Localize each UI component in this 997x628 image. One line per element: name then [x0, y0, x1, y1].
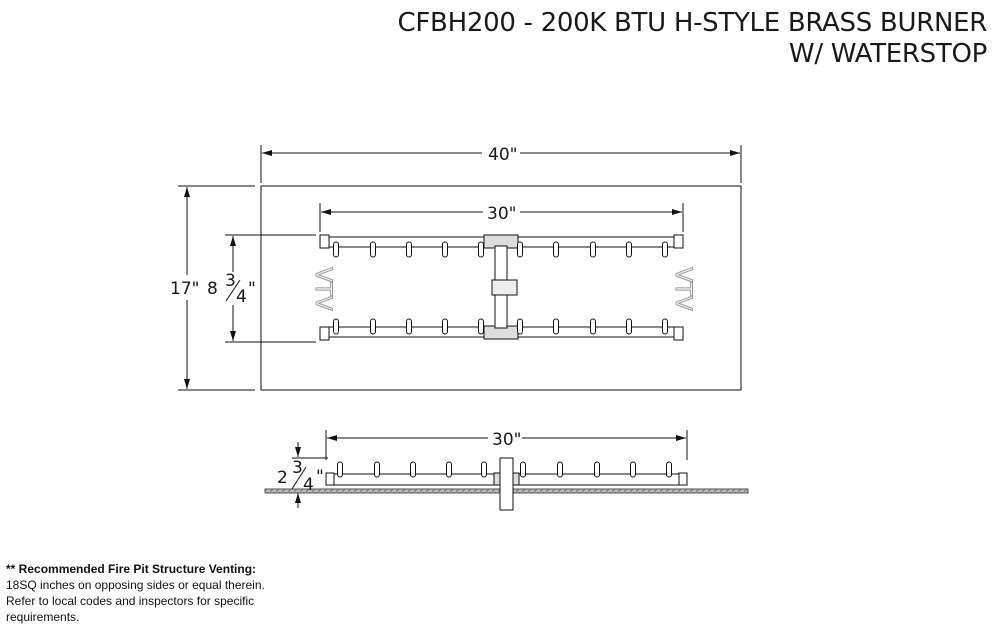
svg-text:VTV: VTV — [670, 267, 695, 311]
burner-port — [517, 241, 523, 258]
fire-pit-outline — [260, 185, 742, 391]
burner-port — [553, 318, 559, 335]
burner-port — [337, 461, 343, 478]
notes-heading: ** Recommended Fire Pit Structure Ventin… — [6, 562, 257, 576]
burner-h-frame — [319, 234, 684, 341]
burner-port — [374, 461, 380, 478]
burner-port — [333, 318, 339, 335]
dim-num: 3 — [225, 271, 236, 291]
burner-port — [630, 461, 636, 478]
dim-inch: " — [248, 279, 256, 299]
burner-port — [626, 241, 632, 258]
burner-port — [481, 461, 487, 478]
burner-port — [478, 241, 484, 258]
dim-pit-length: 40" — [488, 145, 517, 165]
burner-port — [406, 318, 412, 335]
burner-port — [406, 241, 412, 258]
dim-den: 4 — [303, 475, 314, 495]
svg-text:VTV: VTV — [310, 267, 335, 311]
notes-line: requirements. — [6, 610, 80, 624]
burner-port — [333, 241, 339, 258]
vtv-logo-left: VTV — [310, 267, 336, 312]
burner-port — [478, 318, 484, 335]
dim-num: 3 — [292, 458, 303, 478]
title-line-1: CFBH200 - 200K BTU H-STYLE BRASS BURNER — [397, 8, 988, 38]
venting-notes: ** Recommended Fire Pit Structure Ventin… — [6, 561, 265, 625]
dim-pit-width: 17" — [170, 279, 199, 299]
dim-den: 4 — [236, 287, 247, 307]
burner-port — [370, 241, 376, 258]
burner-port — [442, 318, 448, 335]
burner-port — [626, 318, 632, 335]
drawing-title: CFBH200 - 200K BTU H-STYLE BRASS BURNER … — [397, 8, 988, 70]
dim-whole: 2 — [277, 468, 288, 488]
burner-port — [446, 461, 452, 478]
side-ports — [337, 461, 672, 478]
burner-port — [666, 461, 672, 478]
burner-port — [410, 461, 416, 478]
dim-inch: " — [316, 467, 324, 487]
title-line-2: W/ WATERSTOP — [788, 39, 987, 69]
burner-port — [553, 241, 559, 258]
dim-whole: 8 — [207, 279, 218, 299]
top-view — [178, 145, 742, 391]
dim-height: 2 3 4 " — [277, 458, 324, 495]
center-valve — [499, 457, 514, 511]
burner-port — [590, 241, 596, 258]
burner-port — [662, 241, 668, 258]
burner-port — [517, 318, 523, 335]
burner-port — [370, 318, 376, 335]
dim-burner-length-side: 30" — [492, 430, 521, 450]
burner-port — [520, 461, 526, 478]
dim-burner-width: 8 3 4 " — [207, 271, 256, 307]
side-view — [264, 430, 749, 511]
burner-port — [662, 318, 668, 335]
burner-ports — [333, 241, 668, 335]
notes-line: Refer to local codes and inspectors for … — [6, 594, 255, 608]
notes-line: 18SQ inches on opposing sides or equal t… — [6, 578, 265, 592]
dim-burner-length-top: 30" — [487, 204, 516, 224]
burner-port — [594, 461, 600, 478]
burner-port — [590, 318, 596, 335]
vtv-logo-right: VTV — [670, 267, 696, 312]
burner-port — [557, 461, 563, 478]
burner-port — [442, 241, 448, 258]
